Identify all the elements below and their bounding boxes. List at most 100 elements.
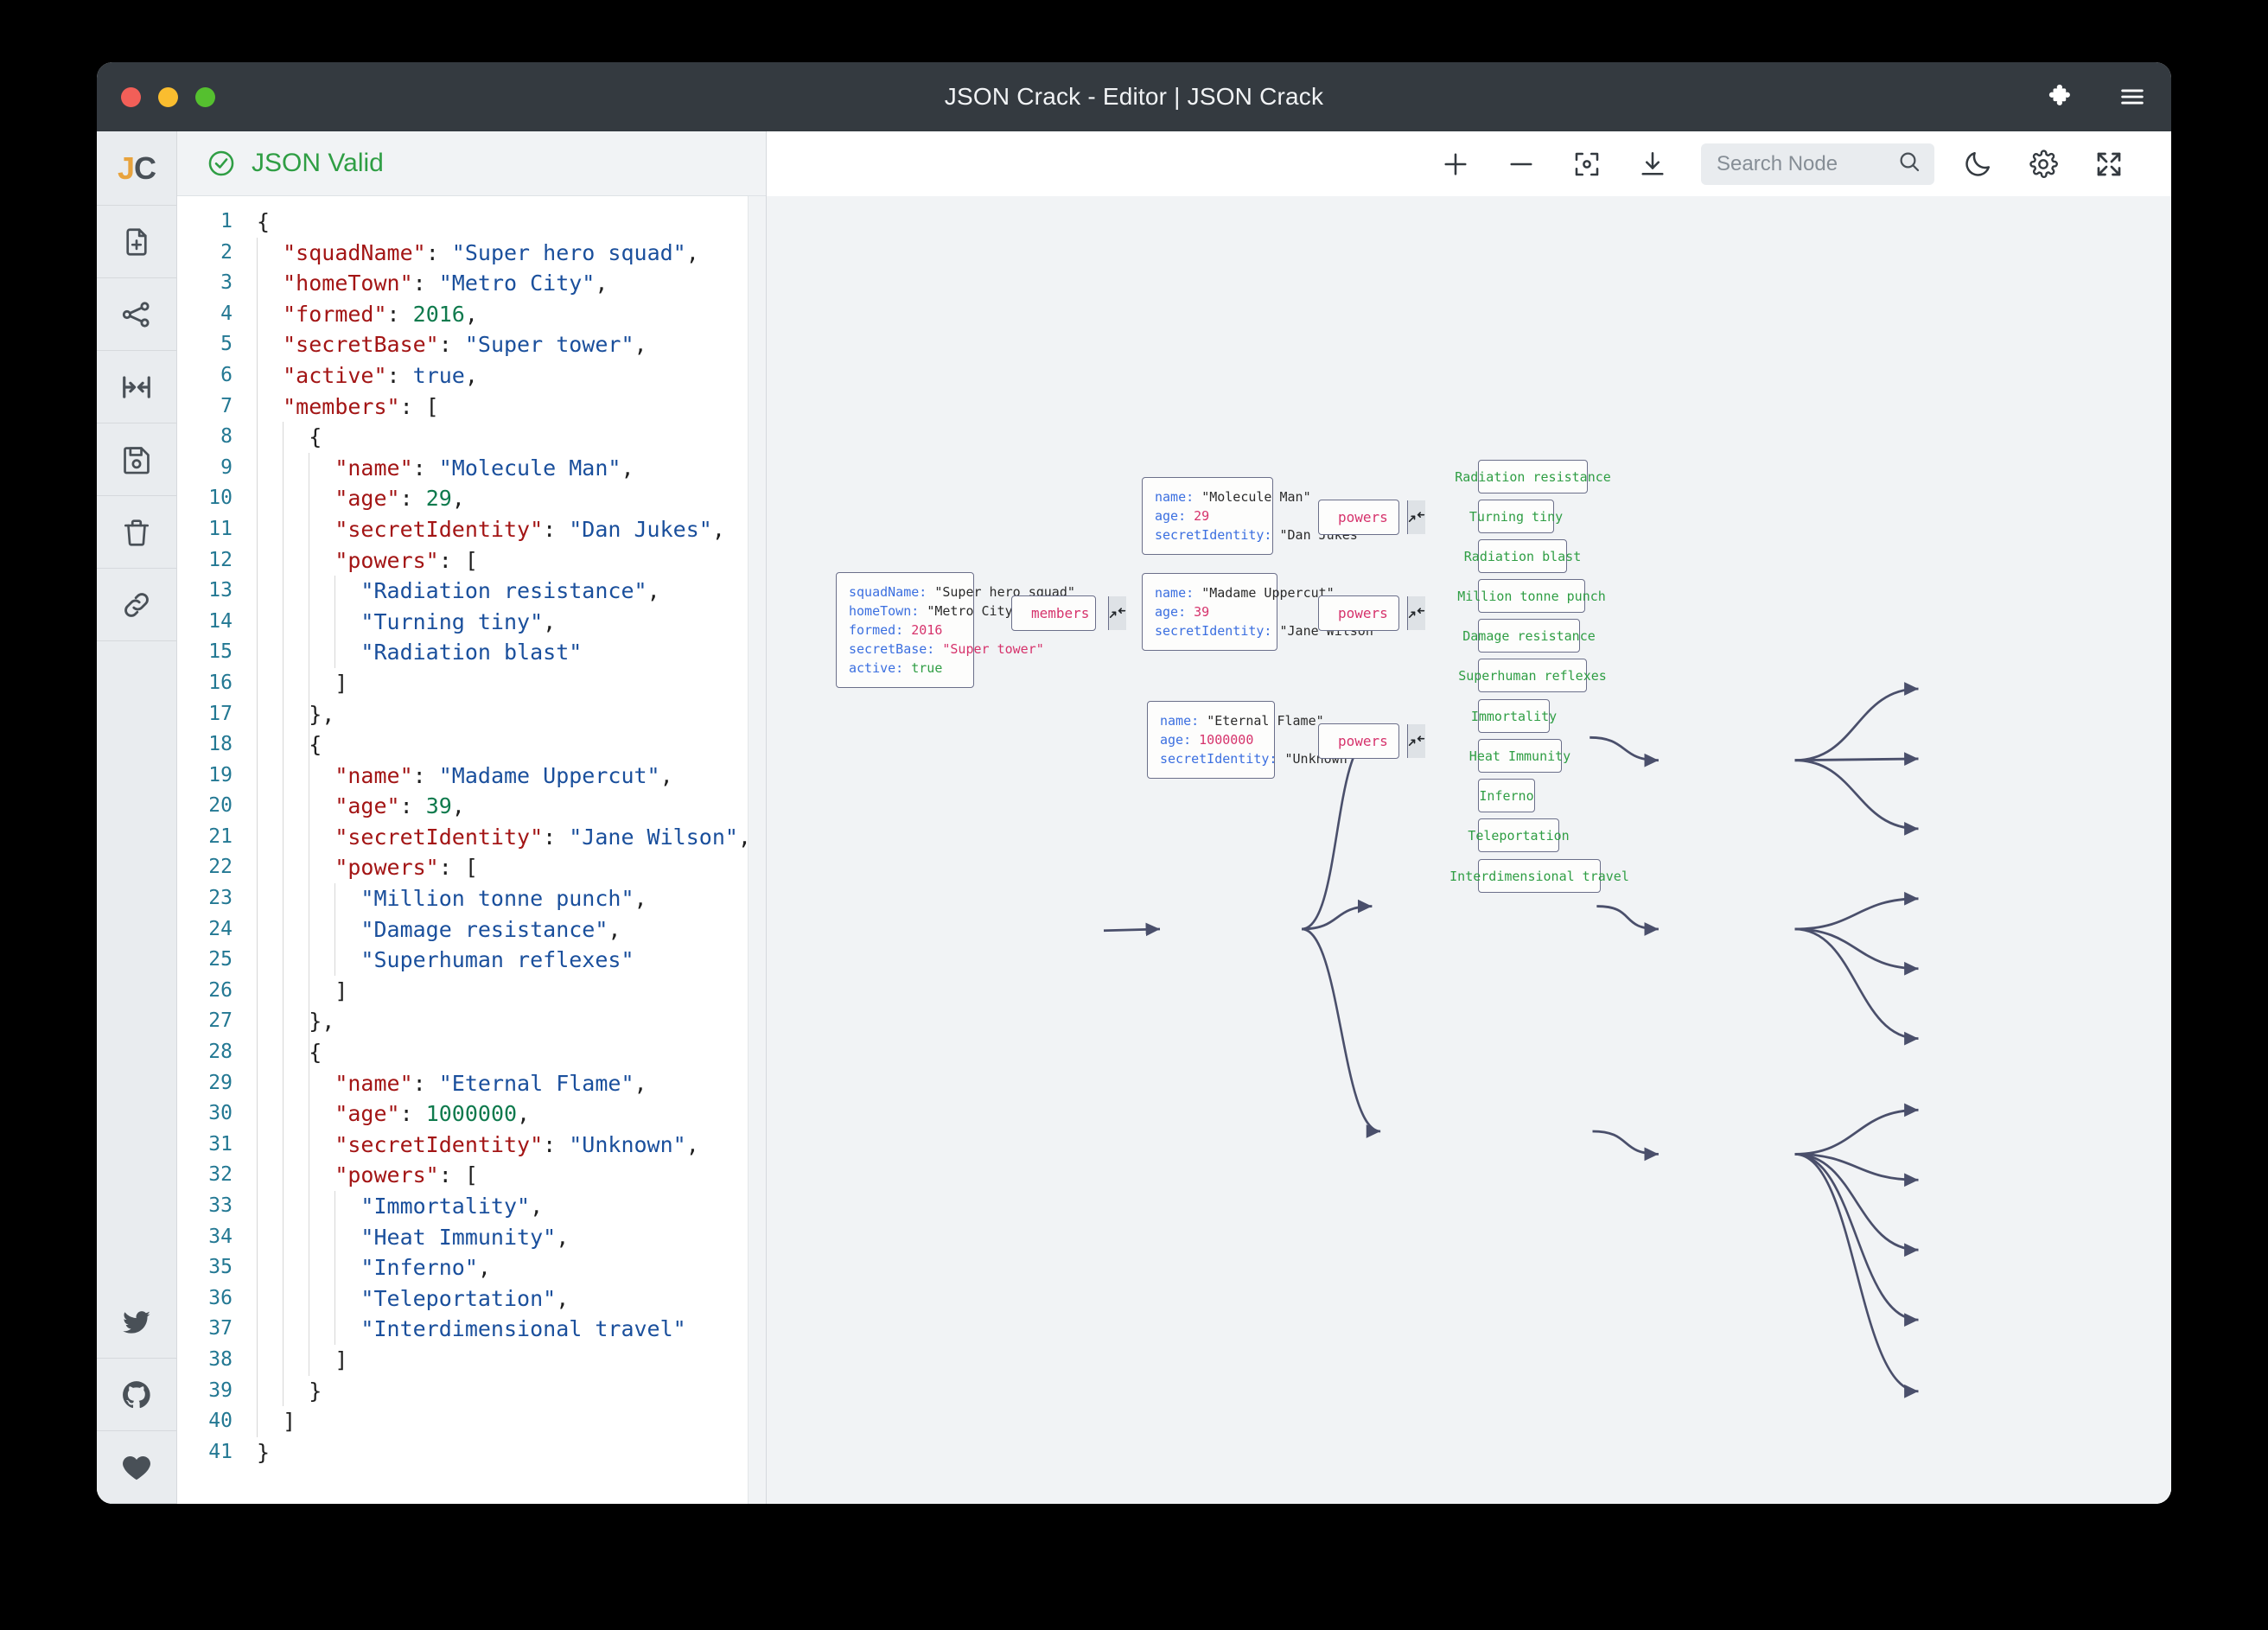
collapse-icon[interactable]: [1406, 724, 1425, 758]
line-number: 28: [208, 1041, 233, 1064]
share-nodes-icon: [120, 298, 153, 331]
node-property-key: squadName:: [849, 584, 935, 600]
fullscreen-button[interactable]: [2076, 131, 2142, 196]
leaf-inferno[interactable]: Inferno: [1478, 779, 1535, 812]
node-property-row: age: 1000000: [1160, 730, 1262, 749]
line-number: 22: [208, 856, 233, 879]
code-content[interactable]: { "squadName": "Super hero squad", "home…: [245, 196, 766, 1504]
leaf-immortality[interactable]: Immortality: [1471, 699, 1557, 733]
code-line: "powers": [: [334, 547, 478, 573]
settings-button[interactable]: [2010, 131, 2076, 196]
node-property-row: name: "Molecule Man": [1155, 487, 1311, 506]
sidebar-item-sponsor[interactable]: [97, 1431, 176, 1504]
collapse-icon[interactable]: [1406, 500, 1425, 534]
sidebar-logo[interactable]: JC: [97, 131, 176, 206]
hamburger-menu-icon[interactable]: [2118, 82, 2147, 111]
sidebar-item-delete[interactable]: [97, 496, 176, 569]
check-circle-icon: [207, 149, 236, 178]
code-line: "age": 29,: [334, 486, 465, 512]
code-line: "Radiation blast": [360, 640, 583, 665]
graph-pane: squadName: "Super hero squad"homeTown: "…: [767, 131, 2171, 1504]
leaf-interdimensional-travel[interactable]: Interdimensional travel: [1449, 859, 1629, 893]
search-input[interactable]: [1715, 150, 1889, 177]
graph-edges: [1103, 682, 1919, 1398]
sidebar-item-new-document[interactable]: [97, 206, 176, 278]
powers-node-2[interactable]: powers: [1318, 595, 1425, 631]
line-number: 26: [208, 978, 233, 1002]
node-property-value: 2016: [911, 622, 943, 638]
sidebar-spacer: [97, 641, 176, 1286]
graph-edge: [1103, 922, 1161, 937]
graph-toolbar: [767, 131, 2171, 196]
line-number: 29: [208, 1071, 233, 1094]
leaf-million-tonne-punch[interactable]: Million tonne punch: [1457, 579, 1606, 613]
sidebar-item-share-link[interactable]: [97, 569, 176, 641]
code-line: "secretBase": "Super tower",: [283, 332, 647, 358]
powers-node-3[interactable]: powers: [1318, 723, 1425, 759]
titlebar-actions: [2047, 82, 2147, 111]
leaf-superhuman-reflexes[interactable]: Superhuman reflexes: [1458, 659, 1607, 692]
leaf-radiation-resistance[interactable]: Radiation resistance: [1455, 460, 1611, 493]
search-icon[interactable]: [1896, 149, 1922, 179]
indent-guide: [334, 1191, 336, 1346]
line-number: 32: [208, 1163, 233, 1187]
minimize-window-button[interactable]: [158, 86, 178, 107]
code-line: "secretIdentity": "Jane Wilson",: [334, 824, 751, 850]
code-line: "members": [: [283, 393, 439, 419]
sidebar-item-graph-view[interactable]: [97, 278, 176, 351]
line-number: 17: [208, 702, 233, 725]
dark-mode-toggle[interactable]: [1945, 131, 2010, 196]
line-number: 23: [208, 887, 233, 910]
close-window-button[interactable]: [121, 86, 141, 107]
graph-edge: [1596, 905, 1659, 936]
line-number: 39: [208, 1378, 233, 1402]
root-node[interactable]: squadName: "Super hero squad"homeTown: "…: [836, 572, 1075, 688]
code-line: "homeTown": "Metro City",: [283, 271, 608, 296]
node-label: Million tonne punch: [1457, 588, 1606, 604]
leaf-radiation-blast[interactable]: Radiation blast: [1464, 539, 1581, 573]
graph-edge: [1301, 927, 1381, 1138]
leaf-turning-tiny[interactable]: Turning tiny: [1469, 500, 1563, 533]
editor-scrollbar[interactable]: [748, 196, 766, 1504]
puzzle-icon[interactable]: [2047, 82, 2076, 111]
graph-edge: [1794, 891, 1919, 931]
line-number: 19: [208, 763, 233, 786]
node-property-key: secretBase:: [849, 641, 943, 657]
line-number: 35: [208, 1256, 233, 1279]
sidebar-item-twitter[interactable]: [97, 1286, 176, 1359]
leaf-heat-immunity[interactable]: Heat Immunity: [1469, 739, 1570, 773]
node-label: Turning tiny: [1468, 508, 1564, 525]
node-label: Immortality: [1470, 708, 1558, 724]
graph-canvas[interactable]: squadName: "Super hero squad"homeTown: "…: [767, 196, 2171, 1504]
node-label: Inferno: [1479, 787, 1534, 804]
powers-node-1[interactable]: powers: [1318, 500, 1425, 535]
members-node[interactable]: members: [1011, 595, 1127, 631]
graph-edge: [1590, 735, 1659, 767]
line-number: 18: [208, 733, 233, 756]
line-number: 14: [208, 609, 233, 633]
download-button[interactable]: [1620, 131, 1685, 196]
collapse-icon[interactable]: [1406, 596, 1425, 630]
search-node-box[interactable]: [1701, 143, 1934, 185]
zoom-in-button[interactable]: [1423, 131, 1488, 196]
sidebar-item-save[interactable]: [97, 423, 176, 496]
maximize-window-button[interactable]: [195, 86, 215, 107]
line-number: 11: [208, 517, 233, 540]
code-line: "active": true,: [283, 362, 478, 388]
zoom-out-button[interactable]: [1488, 131, 1554, 196]
center-view-button[interactable]: [1554, 131, 1620, 196]
line-number: 16: [208, 671, 233, 694]
logo-letter-j: J: [117, 150, 135, 186]
sidebar-item-github[interactable]: [97, 1359, 176, 1431]
collapse-icon[interactable]: [1108, 596, 1127, 630]
leaf-damage-resistance[interactable]: Damage resistance: [1462, 619, 1596, 653]
node-property-row: name: "Madame Uppercut": [1155, 583, 1335, 602]
line-number: 41: [208, 1440, 233, 1463]
code-line: },: [309, 1009, 335, 1035]
leaf-teleportation[interactable]: Teleportation: [1468, 818, 1570, 852]
sidebar-item-collapse-expand[interactable]: [97, 351, 176, 423]
